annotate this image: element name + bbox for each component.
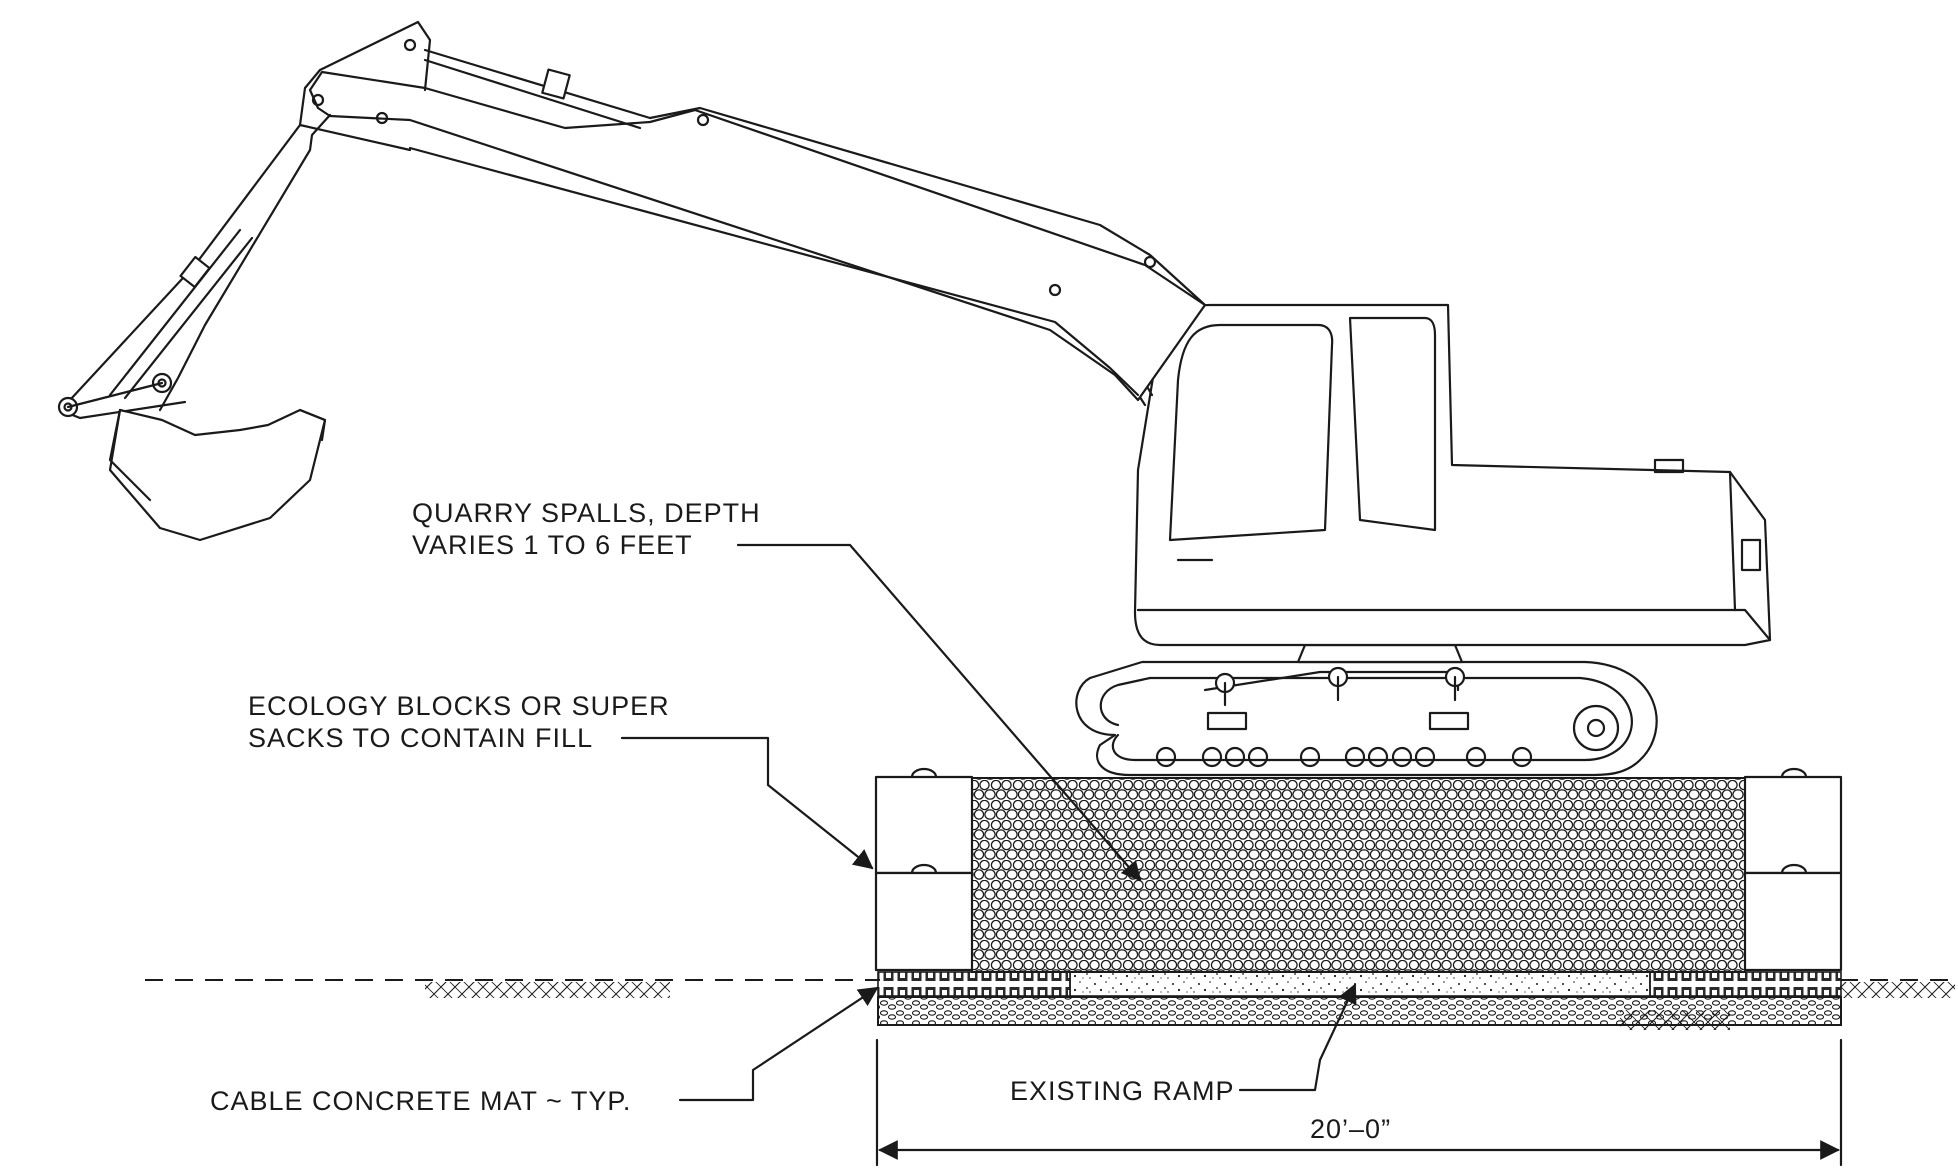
cab-window-side [1348, 316, 1437, 532]
label-ecology-line1: ECOLOGY BLOCKS OR SUPER [248, 691, 670, 721]
excavator-boom [308, 20, 1207, 402]
label-ecology-line2: SACKS TO CONTAIN FILL [248, 723, 593, 753]
label-cable-mat: CABLE CONCRETE MAT ~ TYP. [210, 1086, 631, 1116]
label-quarry-line1: QUARRY SPALLS, DEPTH [412, 498, 761, 528]
quarry-spalls-fill [971, 777, 1746, 973]
gravel-base [877, 996, 1842, 1026]
excavator-track [1075, 660, 1658, 777]
cable-concrete-mat-right [1649, 971, 1842, 997]
dimension-20ft [875, 1038, 1843, 1167]
excavator-bucket [108, 408, 327, 542]
ecology-blocks-right [1743, 767, 1843, 972]
cab-window-front [1168, 323, 1334, 542]
existing-ramp-slab [1069, 971, 1651, 997]
cable-concrete-mat-left [877, 971, 1071, 997]
label-dimension: 20’–0” [1310, 1114, 1391, 1144]
ecology-blocks-left [874, 767, 974, 972]
excavator [1068, 278, 1772, 777]
leader-lines [620, 543, 1357, 1102]
label-existing-ramp: EXISTING RAMP [1010, 1076, 1235, 1106]
excavator-body [1133, 303, 1772, 647]
label-quarry-line2: VARIES 1 TO 6 FEET [412, 530, 693, 560]
excavator-stick [57, 68, 412, 420]
